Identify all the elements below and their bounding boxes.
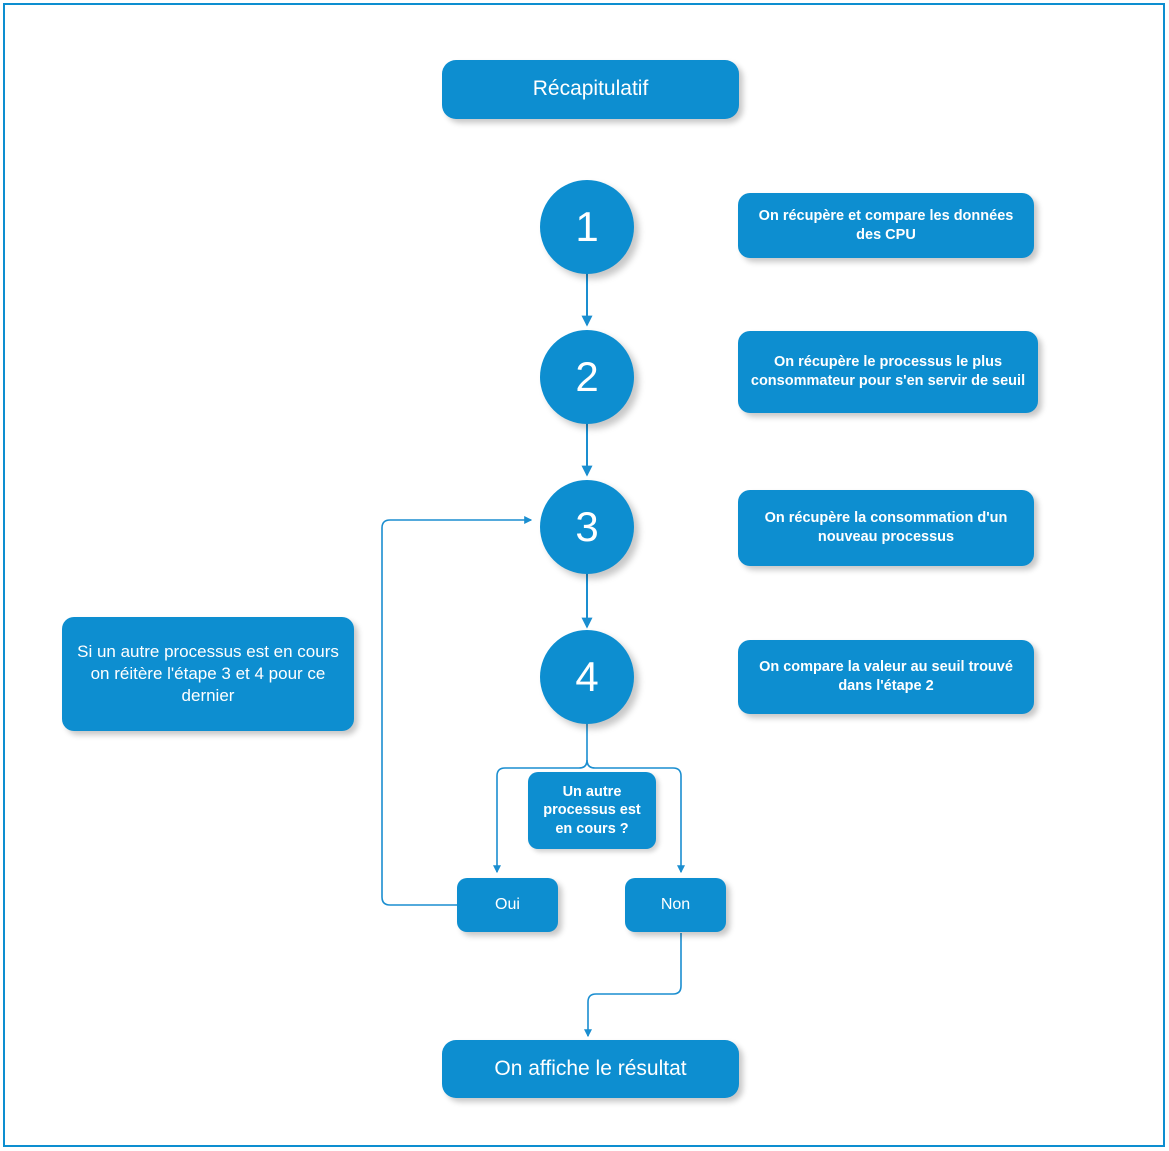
connector-step4-fork — [493, 723, 588, 874]
step-circle-4[interactable]: 4 — [540, 630, 634, 724]
diagram-title: Récapitulatif — [442, 60, 739, 119]
step-description-1: On récupère et compare les données des C… — [738, 193, 1034, 258]
branch-non[interactable]: Non — [625, 878, 726, 932]
step-description-3: On récupère la consommation d'un nouveau… — [738, 490, 1034, 566]
step-circle-3[interactable]: 3 — [540, 480, 634, 574]
loop-note: Si un autre processus est en cours on ré… — [62, 617, 354, 731]
connector-fork-non — [586, 759, 685, 874]
result-box: On affiche le résultat — [442, 1040, 739, 1098]
connector-oui-loop-step3 — [381, 516, 533, 906]
connector-non-result — [584, 933, 682, 1038]
decision-box: Un autre processus est en cours ? — [528, 772, 656, 849]
step-circle-1[interactable]: 1 — [540, 180, 634, 274]
step-description-2: On récupère le processus le plus consomm… — [738, 331, 1038, 413]
branch-oui[interactable]: Oui — [457, 878, 558, 932]
step-description-4: On compare la valeur au seuil trouvé dan… — [738, 640, 1034, 714]
step-circle-2[interactable]: 2 — [540, 330, 634, 424]
